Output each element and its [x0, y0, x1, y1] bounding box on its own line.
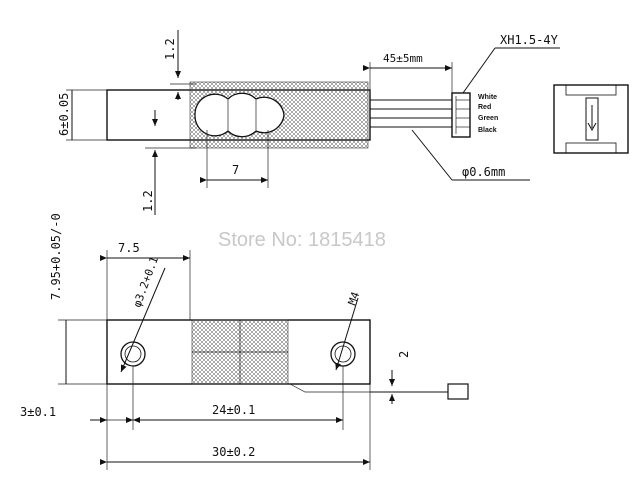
total-length-label: 30±0.2: [212, 445, 255, 459]
wire-diameter-label: φ0.6mm: [462, 165, 505, 179]
double-hole-cutout: [194, 92, 285, 138]
top-gap-label: 1.2: [163, 38, 177, 60]
bottom-view: 7.95+0.05/-0 7.5 φ3.2+0.1 M4 2 3±0.1 24±…: [20, 213, 469, 470]
down-arrow-icon: [587, 105, 597, 132]
thread-label: M4: [346, 290, 363, 307]
hole-spacing-label: 24±0.1: [212, 403, 255, 417]
top-height-label: 6±0.05: [57, 93, 71, 136]
end-offset-label: 3±0.1: [20, 405, 56, 419]
top-view: 6±0.05 1.2 1.2 7 45±5mm: [57, 30, 560, 215]
connector-body: [451, 92, 471, 138]
wire-green-label: Green: [478, 115, 498, 122]
wire-red-label: Red: [478, 104, 491, 111]
wire-black-label: Black: [478, 127, 497, 134]
bottom-gap-label: 1.2: [141, 190, 155, 212]
hole-span-label: 7: [232, 163, 239, 177]
wire-white-label: White: [478, 94, 497, 101]
edge-offset-label: 7.5: [118, 241, 140, 255]
cable-length-label: 45±5mm: [383, 52, 423, 65]
connector-side-view: [553, 84, 629, 154]
bottom-height-label: 7.95+0.05/-0: [49, 213, 63, 300]
store-watermark: Store No: 1815418: [218, 229, 386, 251]
hole-diameter-label: φ3.2+0.1: [131, 255, 161, 309]
bottom-connector: [447, 383, 469, 400]
connector-model-label: XH1.5-4Y: [500, 33, 559, 47]
side-gap-label: 2: [397, 351, 411, 358]
